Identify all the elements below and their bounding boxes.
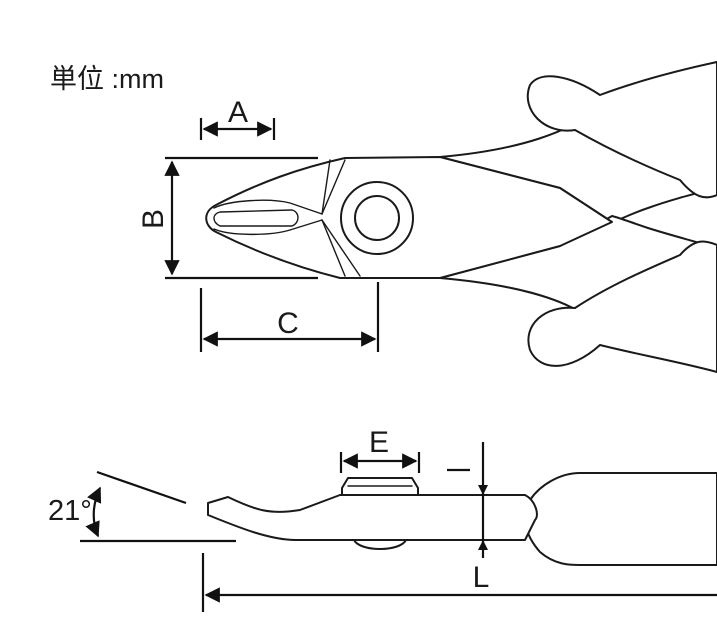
label-c: C (277, 307, 299, 340)
label-l: L (473, 561, 490, 594)
lower-handle-grip (527, 240, 717, 373)
jaw-upper (213, 199, 323, 215)
angle-arc (85, 486, 102, 538)
side-blade (207, 494, 538, 541)
pivot-inner (354, 195, 400, 241)
pivot-outer (340, 181, 414, 255)
side-handle (523, 472, 717, 566)
cutter-head (205, 156, 613, 279)
label-a: A (228, 96, 248, 129)
label-angle: 21° (48, 495, 92, 527)
screw-bottom (353, 539, 407, 550)
top-view: A B C (137, 61, 717, 373)
upper-handle-grip (526, 61, 717, 199)
jaw-lower (213, 219, 323, 236)
angle-ray (96, 470, 187, 505)
jaw-tip (213, 209, 299, 227)
unit-label: 単位 :mm (50, 64, 164, 94)
side-view: 21° E L (48, 426, 717, 612)
label-e: E (369, 426, 389, 459)
label-b: B (137, 209, 170, 229)
